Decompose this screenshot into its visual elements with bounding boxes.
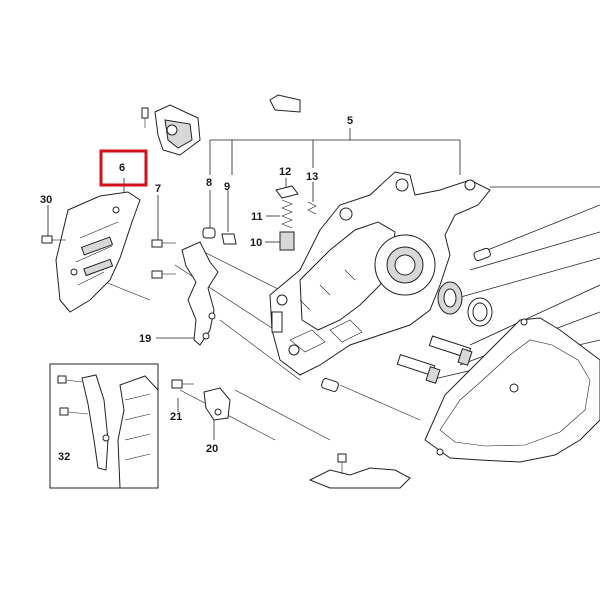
callout-7: 7 — [155, 183, 161, 195]
callout-9: 9 — [224, 181, 230, 193]
gasket-part — [424, 317, 600, 463]
callout-labels: 5 6 7 8 9 10 11 12 13 19 20 21 30 32 — [40, 115, 353, 463]
part-30-screw — [41, 235, 66, 244]
bolts-part — [321, 335, 473, 392]
bottom-cover-part — [308, 453, 411, 489]
part-12-lever — [275, 185, 299, 199]
part-11-spring — [281, 199, 293, 229]
callout-13: 13 — [306, 171, 318, 183]
highlight-box — [99, 149, 148, 187]
callout-5: 5 — [347, 115, 353, 127]
part-10-block — [279, 231, 295, 251]
part-6-cover-plate — [55, 191, 141, 313]
callout-19: 19 — [139, 333, 151, 345]
callout-32: 32 — [58, 451, 70, 463]
part-5-crankcase — [269, 171, 491, 376]
callout-12: 12 — [279, 166, 291, 178]
callout-20: 20 — [206, 443, 218, 455]
part-19-plate — [181, 241, 219, 346]
callout-11: 11 — [251, 211, 263, 223]
top-bracket-part — [141, 94, 301, 156]
callout-10: 10 — [250, 237, 262, 249]
seal-ring-part — [467, 297, 493, 327]
part-8-plug — [202, 227, 216, 239]
part-13-spring — [307, 201, 317, 215]
callout-30: 30 — [40, 194, 52, 206]
callout-21: 21 — [170, 411, 182, 423]
inset-panel — [49, 363, 159, 489]
part-21-screw — [171, 379, 194, 389]
part-20-plate — [203, 387, 231, 421]
dowel-pin-part — [473, 247, 491, 262]
part-9-pin — [221, 233, 237, 245]
part-7-screws — [151, 239, 176, 279]
callout-6: 6 — [119, 162, 125, 174]
bearing-part — [437, 281, 463, 315]
callout-8: 8 — [206, 177, 212, 189]
